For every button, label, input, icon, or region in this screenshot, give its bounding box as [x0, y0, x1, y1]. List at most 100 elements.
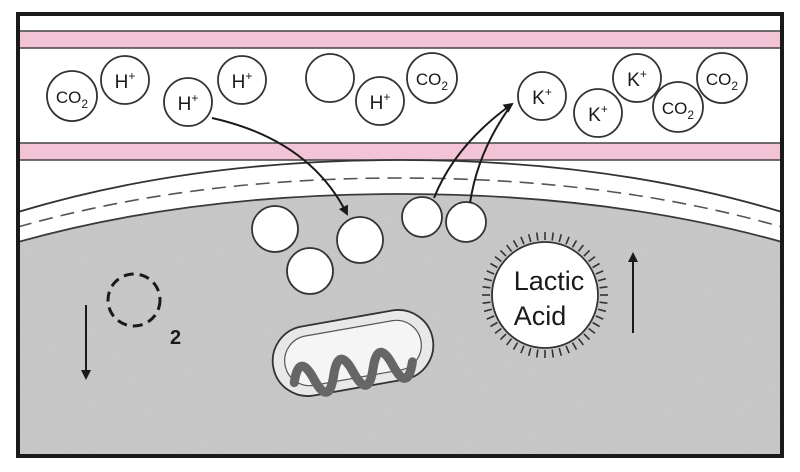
svg-text:H+: H+	[370, 90, 391, 114]
lactic-acid-ray	[597, 308, 607, 313]
ion-h-plus-3: H+	[163, 77, 213, 127]
lactic-acid-bubble	[491, 241, 599, 349]
lactic-acid-ray	[571, 240, 578, 248]
ion-h-plus-2: H+	[217, 55, 267, 105]
ion-co2-3: CO2	[652, 81, 704, 133]
lactic-acid-ray	[483, 277, 493, 282]
ion-label: K	[532, 88, 545, 109]
lactic-acid-ray	[527, 233, 532, 243]
lactic-acid-ray	[512, 240, 519, 248]
lactic-acid-ray	[486, 315, 495, 320]
charge-superscript: +	[245, 69, 252, 83]
ion-label: H	[178, 94, 192, 115]
lactic-acid-ray	[588, 327, 596, 334]
lactic-acid-ray	[490, 321, 498, 328]
svg-text:H+: H+	[232, 69, 253, 93]
cell-particle	[401, 196, 443, 238]
mitochondrion	[271, 309, 435, 397]
lactic-acid-ray	[506, 244, 513, 252]
count-subscript: 2	[81, 97, 88, 111]
cell-particle	[445, 201, 487, 243]
charge-superscript: +	[545, 85, 552, 99]
oxygen-molecule	[106, 272, 162, 328]
lactic-acid-ray	[551, 232, 555, 241]
lactic-acid-ray	[520, 236, 525, 245]
lactic-acid-ray	[535, 349, 539, 358]
cell-particle	[251, 205, 299, 253]
lactic-acid-ray	[535, 232, 539, 241]
charge-superscript: +	[383, 90, 390, 104]
ion-k-plus-1: K+	[517, 71, 567, 121]
count-subscript: 2	[687, 108, 694, 122]
count-subscript: 2	[731, 79, 738, 93]
charge-superscript: +	[601, 102, 608, 116]
lactic-acid-ray	[486, 270, 495, 275]
ion-co2-1: CO2	[46, 70, 98, 122]
lactic-acid-ray	[592, 321, 600, 328]
cell-particle	[336, 216, 384, 264]
ion-k-plus-3: K+	[612, 53, 662, 103]
lactic-acid-ray	[512, 342, 519, 350]
lactic-acid-ray	[588, 256, 596, 263]
lactic-acid-ray	[506, 338, 513, 346]
lactic-acid-ray	[483, 308, 493, 313]
charge-superscript: +	[640, 67, 647, 81]
lactic-acid-ray	[583, 249, 591, 257]
charge-superscript: +	[191, 91, 198, 105]
lactic-acid-ray	[494, 256, 502, 263]
h-plus-inflow-arrow	[211, 117, 348, 216]
vessel-wall-bottom	[18, 142, 782, 161]
lactic-acid-label-line1: Lactic	[514, 266, 585, 296]
lactic-acid-ray	[482, 301, 491, 305]
diagram-frame	[16, 12, 784, 458]
lactic-acid-ray	[490, 262, 498, 269]
lactic-acid-ray	[499, 249, 507, 257]
lactic-acid-rays	[482, 232, 608, 358]
svg-text:CO2: CO2	[706, 70, 739, 93]
svg-text:CO2: CO2	[416, 70, 449, 93]
lactic-acid-ray	[583, 333, 591, 341]
k-plus-outflow-arrow	[433, 102, 514, 199]
count-subscript: 2	[441, 79, 448, 93]
svg-text:H+: H+	[115, 69, 136, 93]
lactic-acid-ray	[595, 270, 604, 275]
ion-label: K	[588, 105, 601, 126]
ion-k-plus-2: K+	[573, 88, 623, 138]
lactic-acid-ray	[577, 338, 584, 346]
svg-text:K+: K+	[627, 67, 647, 91]
lactic-acid-ray	[577, 244, 584, 252]
ion-label: H	[370, 93, 384, 114]
mitochondrion-cristae	[289, 347, 417, 397]
lactic-acid-ray	[565, 345, 570, 354]
vessel-wall-top	[18, 30, 782, 49]
lactic-acid-label-line2: Acid	[514, 301, 567, 331]
svg-text:CO2: CO2	[662, 99, 695, 122]
svg-text:H+: H+	[178, 91, 199, 115]
svg-text:CO2: CO2	[56, 88, 89, 111]
svg-text:K+: K+	[588, 102, 608, 126]
ion-h-plus-4: H+	[355, 76, 405, 126]
k-plus-outflow-arrow-2	[469, 103, 513, 204]
lactic-acid-ray	[499, 333, 507, 341]
cell-particle	[286, 247, 334, 295]
lactic-acid-ray	[558, 347, 563, 357]
ion-label: CO	[706, 70, 732, 89]
ion-label: H	[232, 72, 246, 93]
ion-label: CO	[416, 70, 442, 89]
ion-h-plus-1: H+	[100, 55, 150, 105]
lactic-acid-ray	[551, 349, 555, 358]
lactic-acid-ray	[558, 233, 563, 243]
lactic-acid-ray	[599, 301, 608, 305]
ion-empty	[305, 53, 355, 103]
ion-co2-2: CO2	[406, 52, 458, 104]
charge-superscript: +	[128, 69, 135, 83]
svg-text:K+: K+	[532, 85, 552, 109]
lactic-acid-ray	[520, 345, 525, 354]
ion-label: CO	[56, 88, 82, 107]
lactic-acid-ray	[527, 347, 532, 357]
oxygen-subscript: 2	[170, 327, 181, 349]
lactic-acid-ray	[571, 342, 578, 350]
lactic-acid-ray	[597, 277, 607, 282]
